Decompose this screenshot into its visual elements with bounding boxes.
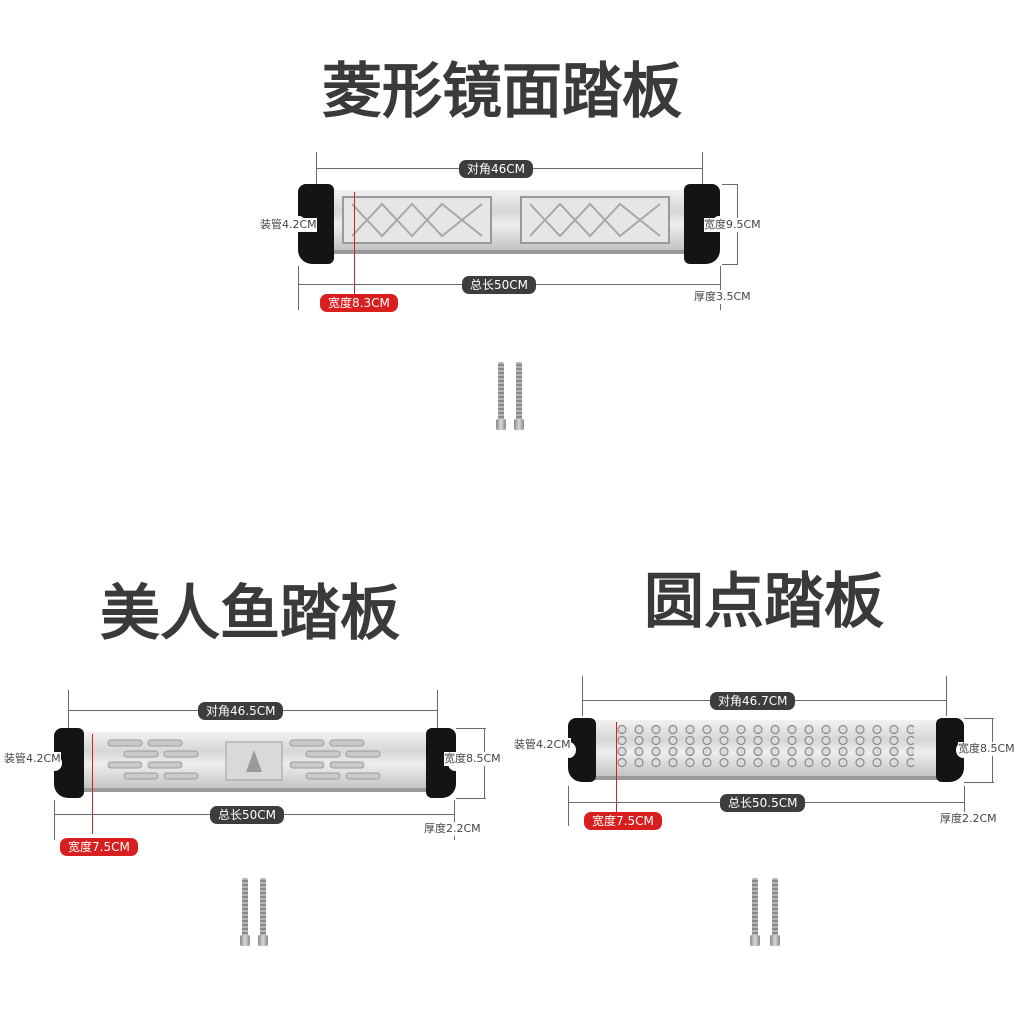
diamond-pattern-panel bbox=[520, 196, 670, 244]
slot-pattern bbox=[107, 739, 381, 781]
dimension-tick bbox=[582, 676, 583, 716]
dimension-tick bbox=[437, 690, 438, 734]
dimension-tick bbox=[316, 152, 317, 192]
screw-icon bbox=[750, 878, 760, 946]
dimension-tick bbox=[54, 800, 55, 840]
inner-width-label: 宽度7.5CM bbox=[60, 838, 138, 856]
dimension-tick bbox=[964, 718, 994, 719]
dimension-tick bbox=[568, 786, 569, 826]
dimension-tick bbox=[946, 676, 947, 716]
product-title: 菱形镜面踏板 bbox=[322, 57, 682, 127]
thickness-label: 厚度2.2CM bbox=[940, 812, 997, 826]
width-marker-line bbox=[92, 734, 93, 834]
diagonal-label: 对角46CM bbox=[459, 160, 534, 178]
pipe-label: 装管4.2CM bbox=[260, 218, 317, 232]
dimension-tick bbox=[722, 184, 738, 185]
width-marker-line bbox=[354, 192, 355, 294]
width-label: 宽度9.5CM bbox=[704, 218, 761, 232]
screw-icon bbox=[770, 878, 780, 946]
dimension-tick bbox=[720, 266, 721, 310]
dimension-tick bbox=[68, 690, 69, 734]
pipe-label: 装管4.2CM bbox=[4, 752, 61, 766]
diamond-pattern-panel bbox=[342, 196, 492, 244]
total-length-label: 总长50.5CM bbox=[720, 794, 806, 812]
pipe-label: 装管4.2CM bbox=[514, 738, 571, 752]
product-title: 美人鱼踏板 bbox=[100, 579, 400, 649]
dimension-tick bbox=[964, 782, 994, 783]
screw-icon bbox=[496, 362, 506, 430]
width-label: 宽度8.5CM bbox=[958, 742, 1015, 756]
thickness-label: 厚度3.5CM bbox=[694, 290, 751, 304]
inner-width-label: 宽度7.5CM bbox=[584, 812, 662, 830]
product-title: 圆点踏板 bbox=[644, 567, 884, 637]
dimension-tick bbox=[454, 800, 455, 840]
width-label: 宽度8.5CM bbox=[444, 752, 501, 766]
dimension-tick bbox=[964, 786, 965, 826]
screw-icon bbox=[258, 878, 268, 946]
inner-width-label: 宽度8.3CM bbox=[320, 294, 398, 312]
screw-icon bbox=[240, 878, 250, 946]
screw-icon bbox=[514, 362, 524, 430]
dimension-tick bbox=[722, 264, 738, 265]
diagonal-label: 对角46.5CM bbox=[198, 702, 284, 720]
dimension-tick bbox=[456, 728, 486, 729]
total-length-label: 总长50CM bbox=[210, 806, 285, 824]
dimension-tick bbox=[702, 152, 703, 192]
total-length-label: 总长50CM bbox=[462, 276, 537, 294]
dot-pattern bbox=[614, 724, 914, 768]
end-cap-left bbox=[562, 718, 596, 782]
dimension-tick bbox=[298, 266, 299, 310]
width-marker-line bbox=[616, 722, 617, 814]
diagonal-label: 对角46.7CM bbox=[710, 692, 796, 710]
thickness-label: 厚度2.2CM bbox=[424, 822, 481, 836]
dimension-tick bbox=[456, 798, 486, 799]
